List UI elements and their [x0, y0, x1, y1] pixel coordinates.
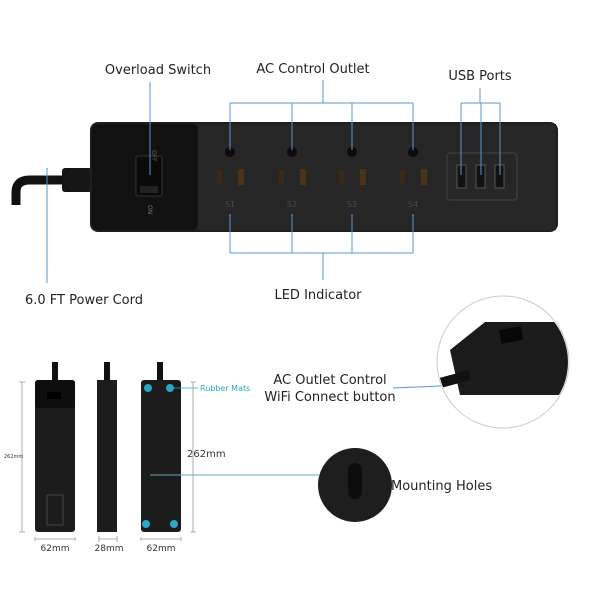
led-label: S3 [347, 200, 357, 209]
led-label: S4 [408, 200, 418, 209]
front-view [19, 362, 76, 541]
rubber-mat [142, 520, 150, 528]
switch-on-label: ON [146, 205, 153, 214]
front-height-dim: 262mm [4, 454, 23, 460]
side-depth-dim: 28mm [95, 544, 124, 554]
power-strip: OFF ON S1 S2 S3 S4 [90, 122, 558, 232]
ac-outlet: S1 [217, 147, 244, 216]
rubber-mats-label: Rubber Mats [200, 384, 250, 393]
ac-control-outlet-label: AC Control Outlet [256, 62, 369, 77]
led-indicator-label: LED Indicator [274, 288, 362, 303]
outlet-slot [238, 169, 244, 185]
callout-lines [46, 80, 501, 389]
outlet-slot [360, 169, 366, 185]
outlet-slot [421, 169, 427, 185]
outlet-slot [339, 170, 344, 184]
power-cord [11, 175, 92, 205]
mounting-hole-closeup [318, 448, 392, 522]
wifi-button-label-line1: AC Outlet Control [273, 373, 386, 388]
outlet-slot [400, 170, 405, 184]
outlet-slot [217, 170, 222, 184]
led-label: S1 [225, 200, 235, 209]
back-width-dim: 62mm [147, 544, 176, 554]
wifi-button-label-line2: WiFi Connect button [264, 390, 395, 405]
rubber-mat [170, 520, 178, 528]
ground-hole [287, 147, 297, 157]
led-label: S2 [287, 200, 297, 209]
power-cord-label: 6.0 FT Power Cord [25, 293, 143, 308]
cord-strain-relief [62, 168, 92, 192]
back-height-dim: 262mm [187, 449, 226, 460]
usb-port-panel [446, 152, 518, 201]
ground-hole [347, 147, 357, 157]
front-width-dim: 62mm [41, 544, 70, 554]
back-view [140, 362, 320, 541]
side-view [97, 362, 118, 542]
overload-switch-label: Overload Switch [105, 63, 211, 78]
ground-hole [408, 147, 418, 157]
usb-ports-label: USB Ports [448, 69, 512, 84]
switch-off-label: OFF [150, 150, 157, 162]
mounting-holes-label: Mounting Holes [391, 479, 492, 494]
ground-hole [225, 147, 235, 157]
outlet-slot [300, 169, 306, 185]
rubber-mat [166, 384, 174, 392]
outlet-slot [279, 170, 284, 184]
wifi-button-closeup [436, 295, 570, 429]
rubber-mat [144, 384, 152, 392]
